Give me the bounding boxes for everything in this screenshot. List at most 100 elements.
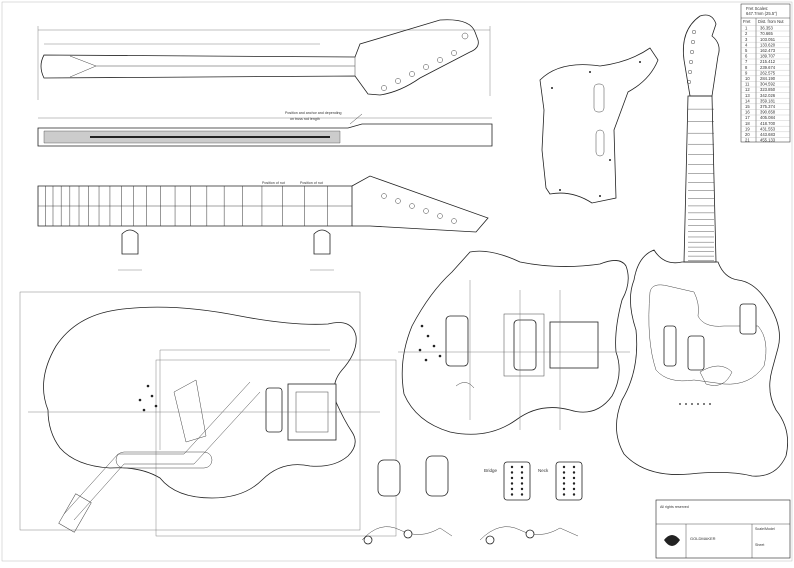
fretboard-view: Position of nut Position of nut xyxy=(37,175,489,271)
fret-table-title: Fret Scales: xyxy=(746,6,768,11)
svg-text:Position of nut: Position of nut xyxy=(300,181,323,185)
pole-piece xyxy=(572,493,576,496)
fret-distance: 304.592 xyxy=(760,82,776,87)
fret-distance: 162.473 xyxy=(760,48,776,53)
knob-dot xyxy=(420,324,424,328)
fret-number: 21 xyxy=(745,138,750,143)
fret-number: 11 xyxy=(745,82,750,87)
pole-piece xyxy=(510,493,514,496)
fret-number: 1 xyxy=(745,26,748,31)
svg-text:on truss rod length: on truss rod length xyxy=(290,117,320,121)
fret-number: 17 xyxy=(745,115,750,120)
bridge-label: Bridge xyxy=(484,468,498,473)
knob-dot xyxy=(424,358,428,362)
fret-number: 14 xyxy=(745,98,750,103)
pickguard xyxy=(539,47,659,204)
fret-number: 19 xyxy=(745,126,750,131)
pole-piece xyxy=(510,487,514,491)
fret-number: 6 xyxy=(745,54,748,59)
fret-table-scale: 647.7mm (25.5") xyxy=(746,11,778,16)
fret-number: 20 xyxy=(745,132,750,137)
fret-number: 13 xyxy=(745,93,750,98)
fret-distance: 375.374 xyxy=(760,104,776,109)
fret-number: 7 xyxy=(745,59,748,64)
fret-number: 12 xyxy=(745,87,750,92)
svg-text:Position of nut: Position of nut xyxy=(262,181,285,185)
pole-piece xyxy=(520,465,524,469)
pole-piece xyxy=(572,487,576,491)
pole-piece xyxy=(562,465,566,469)
fret-distance: 133.620 xyxy=(760,42,776,47)
pole-piece xyxy=(572,471,576,474)
title-field2: Sheet xyxy=(755,543,764,547)
pole-piece xyxy=(510,465,514,469)
knob-dot xyxy=(142,408,146,412)
pole-piece xyxy=(520,493,524,496)
pole-piece xyxy=(562,482,566,485)
fret-distance: 323.850 xyxy=(760,87,776,92)
fret-number: 16 xyxy=(745,110,750,115)
guitar-front-view xyxy=(616,14,789,477)
fret-distance: 455.133 xyxy=(760,138,776,143)
fret-table-col-fret: Fret xyxy=(743,19,751,24)
fret-number: 8 xyxy=(745,65,748,70)
pole-piece xyxy=(562,493,566,496)
fret-distance: 284.190 xyxy=(760,76,776,81)
svg-text:Position and anchor and depend: Position and anchor and depending xyxy=(285,111,342,115)
pole-piece xyxy=(520,487,524,491)
pole-piece xyxy=(520,471,524,474)
fret-distance: 70.665 xyxy=(760,31,773,36)
pole-piece xyxy=(510,482,514,485)
fret-number: 2 xyxy=(745,31,748,36)
fret-distance: 418.700 xyxy=(760,121,776,126)
knob-dot xyxy=(438,354,442,358)
knob-dot xyxy=(426,334,430,338)
title-block: All rights reserved GOLDMAKER Scale/Mode… xyxy=(655,499,791,559)
knob-dot xyxy=(154,404,158,408)
neck-side-section: Position and anchor and depending on tru… xyxy=(37,111,493,147)
fret-number: 9 xyxy=(745,70,748,75)
fret-number: 4 xyxy=(745,42,748,47)
pole-piece xyxy=(562,471,566,474)
fret-distance: 390.658 xyxy=(760,110,776,115)
fret-distance: 342.026 xyxy=(760,93,776,98)
knob-dot xyxy=(432,344,436,348)
knob-dot xyxy=(138,398,142,402)
fret-distance: 405.084 xyxy=(760,115,776,120)
pickups-wiring: Bridge Neck xyxy=(361,455,583,545)
fret-distance: 239.674 xyxy=(760,65,776,70)
title-field1: Scale/Model xyxy=(755,527,775,531)
pole-piece xyxy=(572,476,576,480)
fret-number: 18 xyxy=(745,121,750,126)
pole-piece xyxy=(510,471,514,474)
pole-piece xyxy=(520,482,524,485)
rights-note: All rights reserved xyxy=(660,505,689,509)
fret-table-col-dist: Dist. from Nut xyxy=(758,19,784,24)
fret-distance: 215.412 xyxy=(760,59,776,64)
neck-label: Neck xyxy=(538,468,549,473)
fret-distance: 189.707 xyxy=(760,54,776,59)
neck-top-view xyxy=(37,19,491,100)
fret-number: 5 xyxy=(745,48,748,53)
fret-distance: 359.181 xyxy=(760,98,776,103)
title-name: GOLDMAKER xyxy=(690,536,716,541)
pole-piece xyxy=(510,476,514,480)
fret-distance: 36.353 xyxy=(760,26,773,31)
fret-number: 15 xyxy=(745,104,750,109)
fret-distance: 103.051 xyxy=(760,37,776,42)
knob-dot xyxy=(146,384,150,388)
body-back-view xyxy=(19,291,397,537)
pole-piece xyxy=(520,476,524,480)
pole-piece xyxy=(562,487,566,491)
fret-distance: 443.683 xyxy=(760,132,776,137)
pole-piece xyxy=(572,465,576,469)
fret-number: 3 xyxy=(745,37,748,42)
pole-piece xyxy=(562,476,566,480)
knob-dot xyxy=(418,348,422,352)
body-routing-view xyxy=(398,250,630,435)
fret-number: 10 xyxy=(745,76,750,81)
pole-piece xyxy=(572,482,576,485)
